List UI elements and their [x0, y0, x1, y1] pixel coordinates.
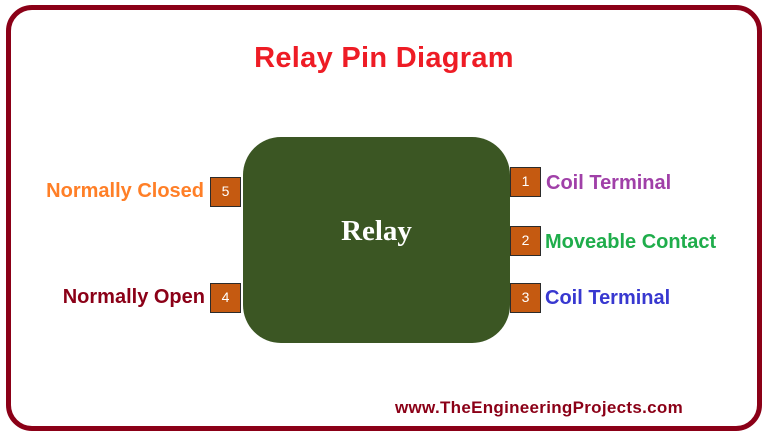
- website-footer: www.TheEngineeringProjects.com: [395, 398, 683, 417]
- pin-2-label: Moveable Contact: [545, 231, 717, 253]
- pin-4: 4: [210, 283, 241, 313]
- pin-1-label: Coil Terminal: [546, 172, 672, 194]
- pin-1: 1: [510, 167, 541, 197]
- pin-3: 3: [510, 283, 541, 313]
- relay-body: Relay: [243, 137, 510, 343]
- pin-2: 2: [510, 226, 541, 256]
- pin-5: 5: [210, 177, 241, 207]
- diagram-title: Relay Pin Diagram: [254, 42, 514, 74]
- pin-5-label: Normally Closed: [46, 180, 204, 202]
- relay-label: Relay: [341, 215, 412, 247]
- pin-3-label: Coil Terminal: [545, 287, 671, 309]
- pin-4-label: Normally Open: [62, 286, 205, 308]
